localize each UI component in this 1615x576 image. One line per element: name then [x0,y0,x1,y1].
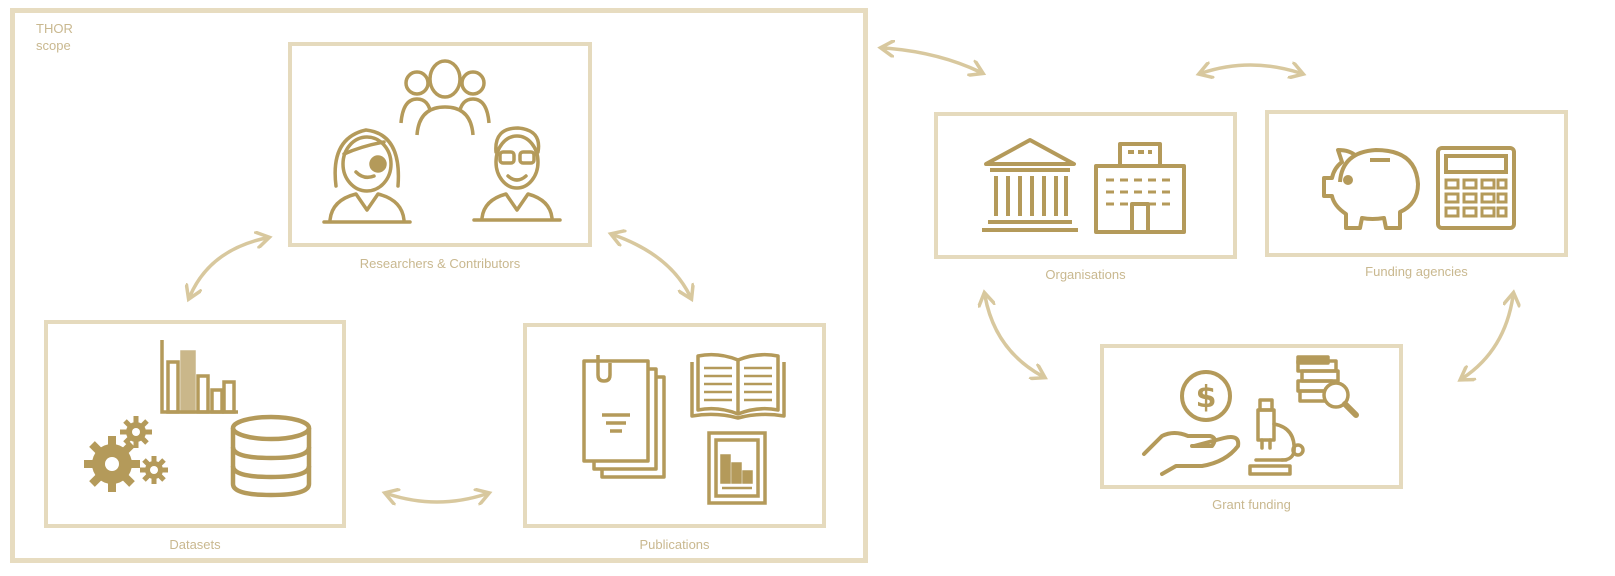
bar-chart-icon [160,340,238,414]
calculator-icon [1436,146,1516,230]
office-building-icon [1094,142,1186,234]
label-datasets: Datasets [169,537,221,552]
hand-with-dollar-icon: $ [1142,370,1241,476]
label-researchers: Researchers & Contributors [359,256,521,271]
thor-scope-label: THOR scope [36,20,73,54]
arrow-organisations-grant [985,296,1042,376]
female-researcher-icon [322,128,412,224]
stacked-documents-icon [582,355,666,479]
label-grant-funding: Grant funding [1212,497,1291,512]
label-organisations: Organisations [1045,267,1126,282]
male-researcher-icon [472,126,562,222]
arrow-researchers-publications [614,235,690,296]
arrow-scope-organisations [884,48,980,72]
scope-label-line-1: THOR [36,21,73,36]
label-publications: Publications [639,537,710,552]
scope-label-line-2: scope [36,38,71,53]
group-of-people-icon [399,59,491,136]
microscope-icon [1248,398,1305,476]
node-organisations-box [934,112,1237,259]
label-funding-agencies: Funding agencies [1365,264,1468,279]
svg-text:$: $ [1196,380,1217,415]
report-chart-icon [707,431,767,505]
books-search-icon [1296,355,1359,418]
gears-icon [84,416,168,492]
open-book-icon [690,352,786,420]
university-building-icon [982,138,1078,232]
arrow-researchers-datasets [190,238,266,296]
database-icon [230,414,312,498]
arrow-organisations-funding [1202,65,1300,73]
arrow-datasets-publications [388,494,486,502]
piggy-bank-icon [1322,148,1420,230]
arrow-funding-grant [1463,296,1513,378]
thor-scope-frame [10,8,868,563]
